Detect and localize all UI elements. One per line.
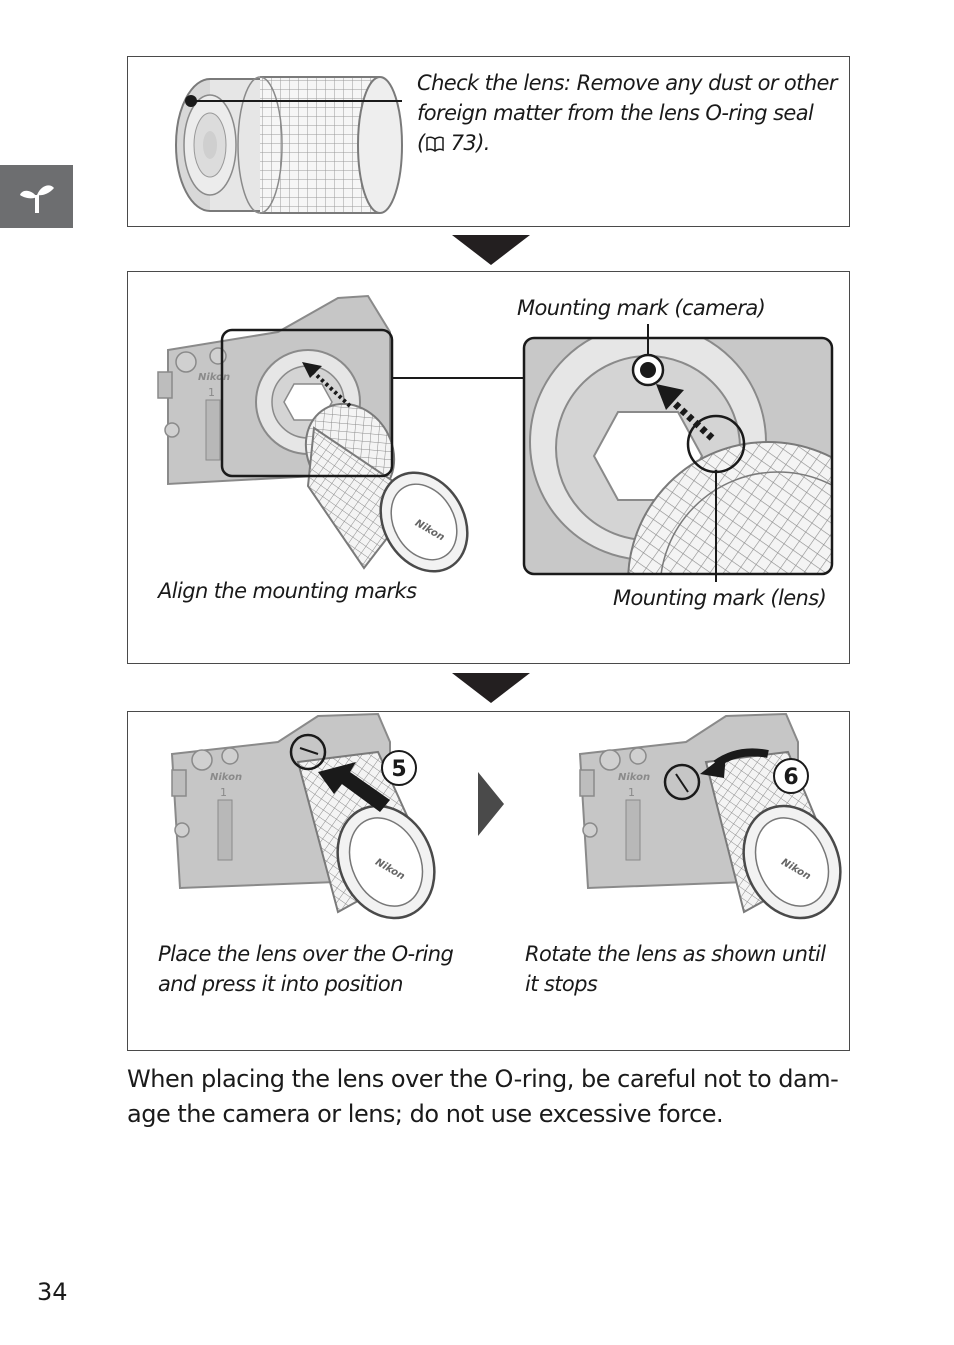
caution-text-line2: age the camera or lens; do not use exces…	[127, 1100, 724, 1128]
check-lens-caption-line2: foreign matter from the lens O-ring seal	[417, 101, 814, 125]
next-arrow-icon	[478, 772, 504, 836]
caution-text: When placing the lens over the O-ring, b…	[127, 1062, 857, 1132]
align-marks-caption: Align the mounting marks	[158, 579, 417, 603]
down-arrow-icon	[452, 673, 530, 703]
camera-brand-text: Nikon	[198, 372, 230, 383]
attach-rotate-illustration: Nikon 1 Nikon 5 Nikon 1 Nikon	[170, 712, 842, 920]
step-5-number: 5	[391, 757, 406, 782]
left-camera-brand-text: Nikon	[210, 772, 242, 783]
lens-illustration	[175, 76, 403, 214]
camera-lens-align-illustration: Nikon 1 Nikon	[157, 294, 834, 582]
place-lens-caption-line1: Place the lens over the O-ring	[158, 942, 454, 966]
page-number: 34	[37, 1278, 68, 1306]
sprout-icon	[19, 184, 54, 213]
rotate-lens-caption-line2: it stops	[525, 972, 598, 996]
step-6-number: 6	[783, 765, 798, 790]
down-arrow-icon	[452, 235, 530, 265]
step-check-lens-panel: Check the lens: Remove any dust or other…	[127, 56, 850, 227]
check-lens-caption: Check the lens: Remove any dust or other…	[417, 68, 847, 158]
label-mounting-mark-camera: Mounting mark (camera)	[517, 296, 766, 320]
check-lens-caption-page-ref[interactable]: 73).	[444, 131, 491, 155]
place-lens-caption: Place the lens over the O-ring and press…	[158, 939, 498, 999]
camera-model-digit: 1	[208, 386, 215, 399]
check-lens-caption-line1: Check the lens: Remove any dust or other	[417, 71, 837, 95]
book-icon	[425, 136, 444, 152]
right-camera-brand-text: Nikon	[618, 772, 650, 783]
right-camera-model-digit: 1	[628, 786, 635, 799]
section-tab	[0, 165, 73, 228]
caution-text-line1: When placing the lens over the O-ring, b…	[127, 1065, 839, 1093]
check-lens-caption-line3-prefix: (	[417, 131, 425, 155]
rotate-lens-caption-line1: Rotate the lens as shown until	[525, 942, 826, 966]
step-align-marks-panel: Nikon 1 Nikon	[127, 271, 850, 664]
label-mounting-mark-lens: Mounting mark (lens)	[613, 586, 827, 610]
place-lens-caption-line2: and press it into position	[158, 972, 403, 996]
rotate-lens-caption: Rotate the lens as shown until it stops	[525, 939, 845, 999]
step-attach-lens-panel: Nikon 1 Nikon 5 Nikon 1 Nikon	[127, 711, 850, 1051]
left-camera-model-digit: 1	[220, 786, 227, 799]
